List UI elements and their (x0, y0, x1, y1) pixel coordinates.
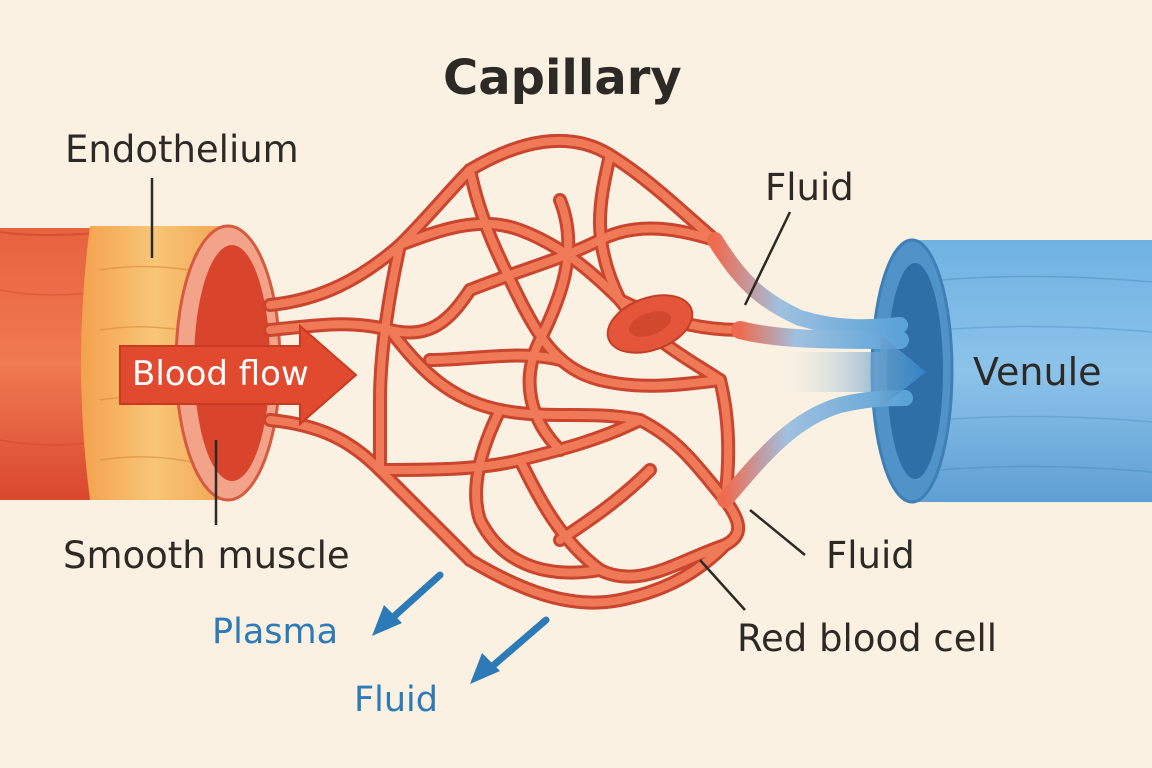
endothelium-label: Endothelium (65, 128, 299, 171)
fluid-label-right: Fluid (826, 534, 915, 577)
blood-flow-label: Blood flow (132, 354, 309, 394)
fluid-label-top: Fluid (765, 166, 854, 209)
red-blood-cell-label: Red blood cell (737, 617, 998, 660)
venous-flow-arrow (770, 334, 926, 408)
red-blood-cell (606, 294, 694, 354)
capillary-network (263, 133, 747, 610)
venule-label: Venule (973, 350, 1102, 394)
plasma-arrow (372, 571, 444, 636)
red-blood-cell-leader (699, 559, 746, 611)
diagram-title: Capillary (443, 50, 682, 106)
blood-flow-arrow (119, 323, 358, 427)
fluid-right-leader (749, 509, 806, 556)
fluid-label-bottom: Fluid (354, 680, 438, 720)
fluid-arrow (470, 616, 550, 684)
fluid-top-leader (743, 211, 792, 306)
smooth-muscle-label: Smooth muscle (63, 534, 350, 577)
plasma-label: Plasma (212, 612, 339, 652)
